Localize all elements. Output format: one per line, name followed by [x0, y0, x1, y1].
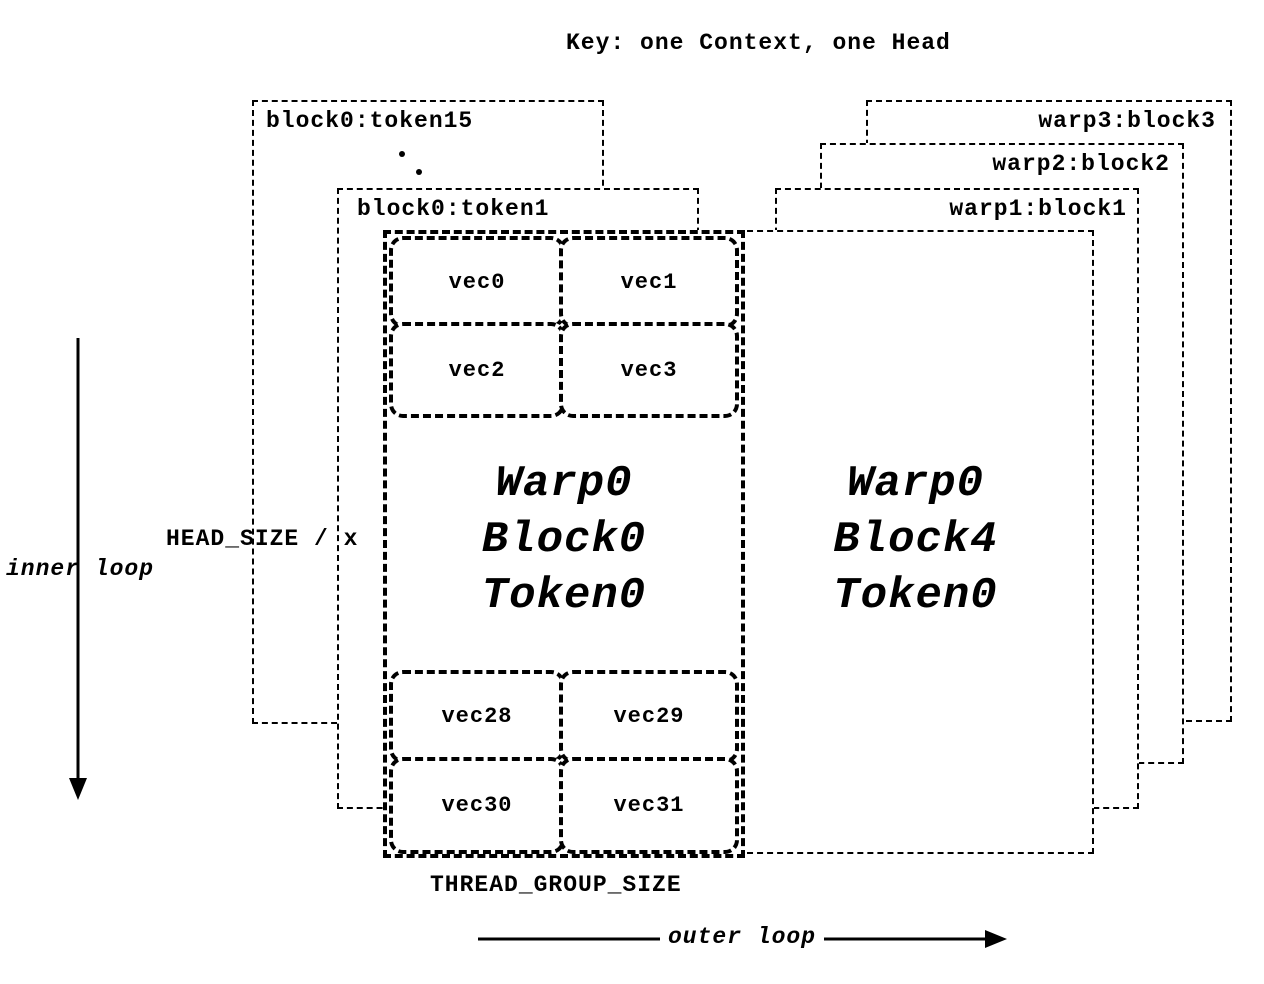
vec0-cell: vec0 — [389, 236, 565, 328]
diagonal-ellipsis-dot — [416, 169, 422, 175]
vec3-label: vec3 — [620, 357, 678, 383]
vec29-cell: vec29 — [559, 670, 739, 763]
vec1-cell: vec1 — [559, 236, 739, 328]
warp0-block0-line-1: Warp0 — [495, 459, 633, 509]
warp3-block3-label: warp3:block3 — [1038, 108, 1216, 134]
vec30-label: vec30 — [441, 793, 513, 818]
warp0-block0-line-2: Block0 — [481, 515, 647, 565]
vec28-label: vec28 — [441, 704, 513, 729]
vec0-label: vec0 — [448, 269, 506, 295]
diagram-title: Key: one Context, one Head — [566, 30, 951, 56]
block0-token15-label: block0:token15 — [266, 108, 474, 134]
head-size-label: HEAD_SIZE / x — [166, 526, 359, 552]
warp0-block4-line-3: Token0 — [833, 571, 998, 621]
vec1-label: vec1 — [620, 269, 678, 295]
warp0-block0-text: Warp0 Block0 Token0 — [387, 456, 741, 624]
inner-loop-arrow-icon — [69, 338, 87, 800]
diagonal-ellipsis-dot — [399, 151, 405, 157]
thread-group-size-label: THREAD_GROUP_SIZE — [430, 872, 682, 898]
warp0-block4-line-2: Block4 — [833, 515, 998, 565]
vec2-label: vec2 — [448, 357, 506, 383]
warp2-block2-label: warp2:block2 — [992, 151, 1170, 177]
vec28-cell: vec28 — [389, 670, 565, 763]
block0-token1-label: block0:token1 — [357, 196, 550, 222]
inner-loop-label: inner loop — [6, 556, 155, 582]
vec31-cell: vec31 — [559, 757, 739, 854]
vec3-cell: vec3 — [559, 322, 739, 418]
vec2-cell: vec2 — [389, 322, 565, 418]
vec30-cell: vec30 — [389, 757, 565, 854]
warp0-block4-panel: Warp0 Block4 Token0 — [737, 230, 1094, 854]
warp0-block0-line-3: Token0 — [481, 571, 647, 621]
outer-loop-label: outer loop — [660, 924, 825, 951]
vec31-label: vec31 — [613, 793, 685, 818]
vec29-label: vec29 — [613, 704, 685, 729]
warp0-block0-box: vec0 vec1 vec2 vec3 Warp0 Block0 Token0 … — [383, 230, 745, 858]
warp0-block4-text: Warp0 Block4 Token0 — [739, 456, 1092, 624]
warp1-block1-label: warp1:block1 — [949, 196, 1127, 222]
warp0-block4-line-1: Warp0 — [846, 459, 985, 509]
